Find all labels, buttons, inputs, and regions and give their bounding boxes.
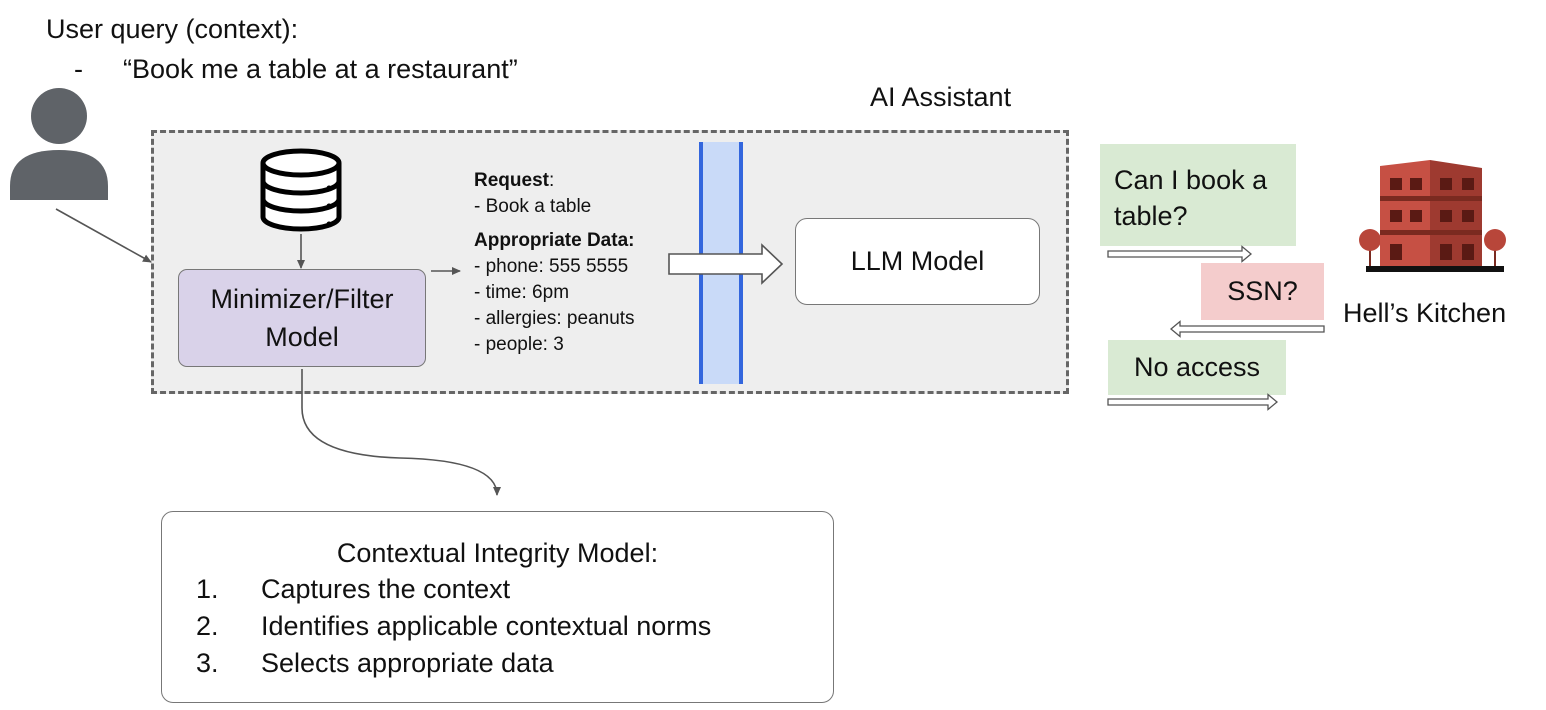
restaurant-label: Hell’s Kitchen bbox=[1343, 298, 1507, 328]
message-arrow-right bbox=[1107, 245, 1253, 263]
message-arrow-right bbox=[1107, 393, 1279, 411]
list-item-number: 2. bbox=[196, 611, 219, 641]
list-item-number: 3. bbox=[196, 648, 219, 678]
user-query-bullet: - bbox=[74, 54, 83, 84]
list-item-number: 1. bbox=[196, 574, 219, 604]
request-item: - Book a table bbox=[474, 196, 592, 217]
request-heading: Request bbox=[474, 170, 549, 191]
user-icon bbox=[10, 88, 108, 200]
data-block: Request: - Book a table Appropriate Data… bbox=[474, 168, 635, 358]
contextual-integrity-title: Contextual Integrity Model: bbox=[336, 538, 659, 568]
contextual-integrity-box: Contextual Integrity Model: 1. Captures t… bbox=[161, 511, 834, 703]
assistant-label: AI Assistant bbox=[870, 82, 1012, 112]
list-item-text: Captures the context bbox=[261, 574, 511, 604]
data-heading: Appropriate Data: bbox=[474, 230, 635, 251]
list-item: 1. Captures the context bbox=[196, 574, 510, 605]
filter-to-ci-arrow bbox=[301, 369, 501, 496]
message-request: Can I book a table? bbox=[1100, 144, 1296, 246]
list-item: 2. Identifies applicable contextual norms bbox=[196, 611, 711, 642]
user-query-text: “Book me a table at a restaurant” bbox=[123, 54, 518, 84]
data-to-llm-arrow bbox=[668, 243, 784, 285]
message-arrow-left bbox=[1169, 320, 1325, 338]
list-item: 3. Selects appropriate data bbox=[196, 648, 554, 679]
message-no-access: No access bbox=[1108, 340, 1286, 395]
data-item: - people: 3 bbox=[474, 334, 564, 355]
filter-model-label-line1: Minimizer/Filter bbox=[210, 284, 394, 314]
user-to-assistant-arrow bbox=[55, 208, 152, 263]
message-ssn: SSN? bbox=[1201, 263, 1324, 320]
data-item: - time: 6pm bbox=[474, 282, 570, 303]
llm-model-box: LLM Model bbox=[795, 218, 1040, 305]
filter-model-label-line2: Model bbox=[265, 322, 339, 352]
database-icon bbox=[260, 148, 342, 232]
llm-model-label: LLM Model bbox=[850, 246, 985, 276]
request-colon: : bbox=[548, 170, 555, 191]
data-item: - phone: 555 5555 bbox=[474, 256, 629, 277]
list-item-text: Identifies applicable contextual norms bbox=[261, 611, 712, 641]
list-item-text: Selects appropriate data bbox=[261, 648, 554, 678]
building-icon bbox=[1359, 160, 1506, 272]
user-query-title: User query (context): bbox=[46, 14, 299, 44]
filter-model-box: Minimizer/Filter Model bbox=[178, 269, 426, 367]
data-item: - allergies: peanuts bbox=[474, 308, 635, 329]
